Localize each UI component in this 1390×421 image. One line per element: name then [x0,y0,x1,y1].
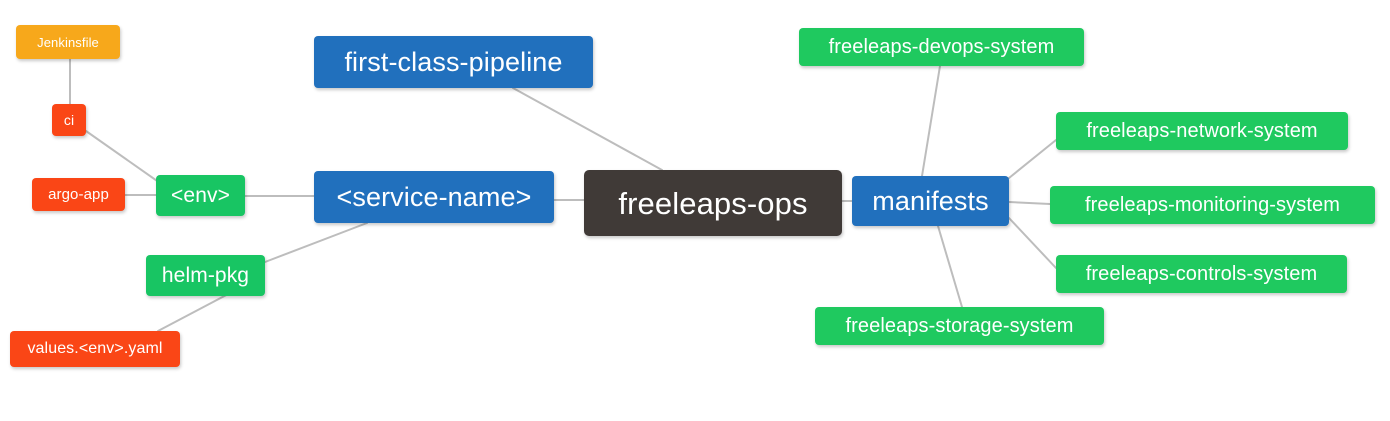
edge-manifests-to-freeleaps-network-system [1008,139,1057,179]
node-freeleaps-monitoring-system[interactable]: freeleaps-monitoring-system [1050,186,1375,224]
node-freeleaps-controls-system[interactable]: freeleaps-controls-system [1056,255,1347,293]
node-jenkinsfile[interactable]: Jenkinsfile [16,25,120,59]
node-label-freeleaps-devops-system: freeleaps-devops-system [828,36,1055,58]
node-label-service-name: <service-name> [336,181,532,212]
node-label-jenkinsfile: Jenkinsfile [37,34,99,50]
node-label-freeleaps-network-system: freeleaps-network-system [1086,120,1318,142]
node-label-ci: ci [63,112,75,128]
edge-values-yaml-to-helm-pkg [157,291,233,332]
node-freeleaps-ops[interactable]: freeleaps-ops [584,170,842,236]
node-label-freeleaps-ops: freeleaps-ops [618,185,808,221]
node-freeleaps-network-system[interactable]: freeleaps-network-system [1056,112,1348,150]
node-service-name[interactable]: <service-name> [314,171,554,223]
node-freeleaps-storage-system[interactable]: freeleaps-storage-system [815,307,1104,345]
node-label-manifests: manifests [872,185,989,216]
node-env[interactable]: <env> [156,175,245,216]
node-label-freeleaps-monitoring-system: freeleaps-monitoring-system [1084,194,1340,216]
node-freeleaps-devops-system[interactable]: freeleaps-devops-system [799,28,1084,66]
node-first-class-pipeline[interactable]: first-class-pipeline [314,36,593,88]
node-label-helm-pkg: helm-pkg [161,264,250,287]
node-label-freeleaps-controls-system: freeleaps-controls-system [1085,263,1318,285]
edge-manifests-to-freeleaps-storage-system [937,225,963,308]
edge-manifests-to-freeleaps-controls-system [1008,217,1057,269]
node-ci[interactable]: ci [52,104,86,136]
edge-manifests-to-freeleaps-devops-system [921,65,941,177]
node-manifests[interactable]: manifests [852,176,1009,226]
node-label-env: <env> [171,184,230,207]
node-argo-app[interactable]: argo-app [32,178,125,211]
edge-helm-pkg-to-service-name [264,222,368,263]
node-label-freeleaps-storage-system: freeleaps-storage-system [845,315,1074,337]
node-label-values-yaml: values.<env>.yaml [27,340,163,357]
edge-manifests-to-freeleaps-monitoring-system [1008,201,1051,205]
node-label-argo-app: argo-app [48,186,109,203]
edge-first-class-pipeline-to-freeleaps-ops [512,87,663,171]
node-helm-pkg[interactable]: helm-pkg [146,255,265,296]
node-label-first-class-pipeline: first-class-pipeline [344,46,563,77]
node-values-yaml[interactable]: values.<env>.yaml [10,331,180,367]
